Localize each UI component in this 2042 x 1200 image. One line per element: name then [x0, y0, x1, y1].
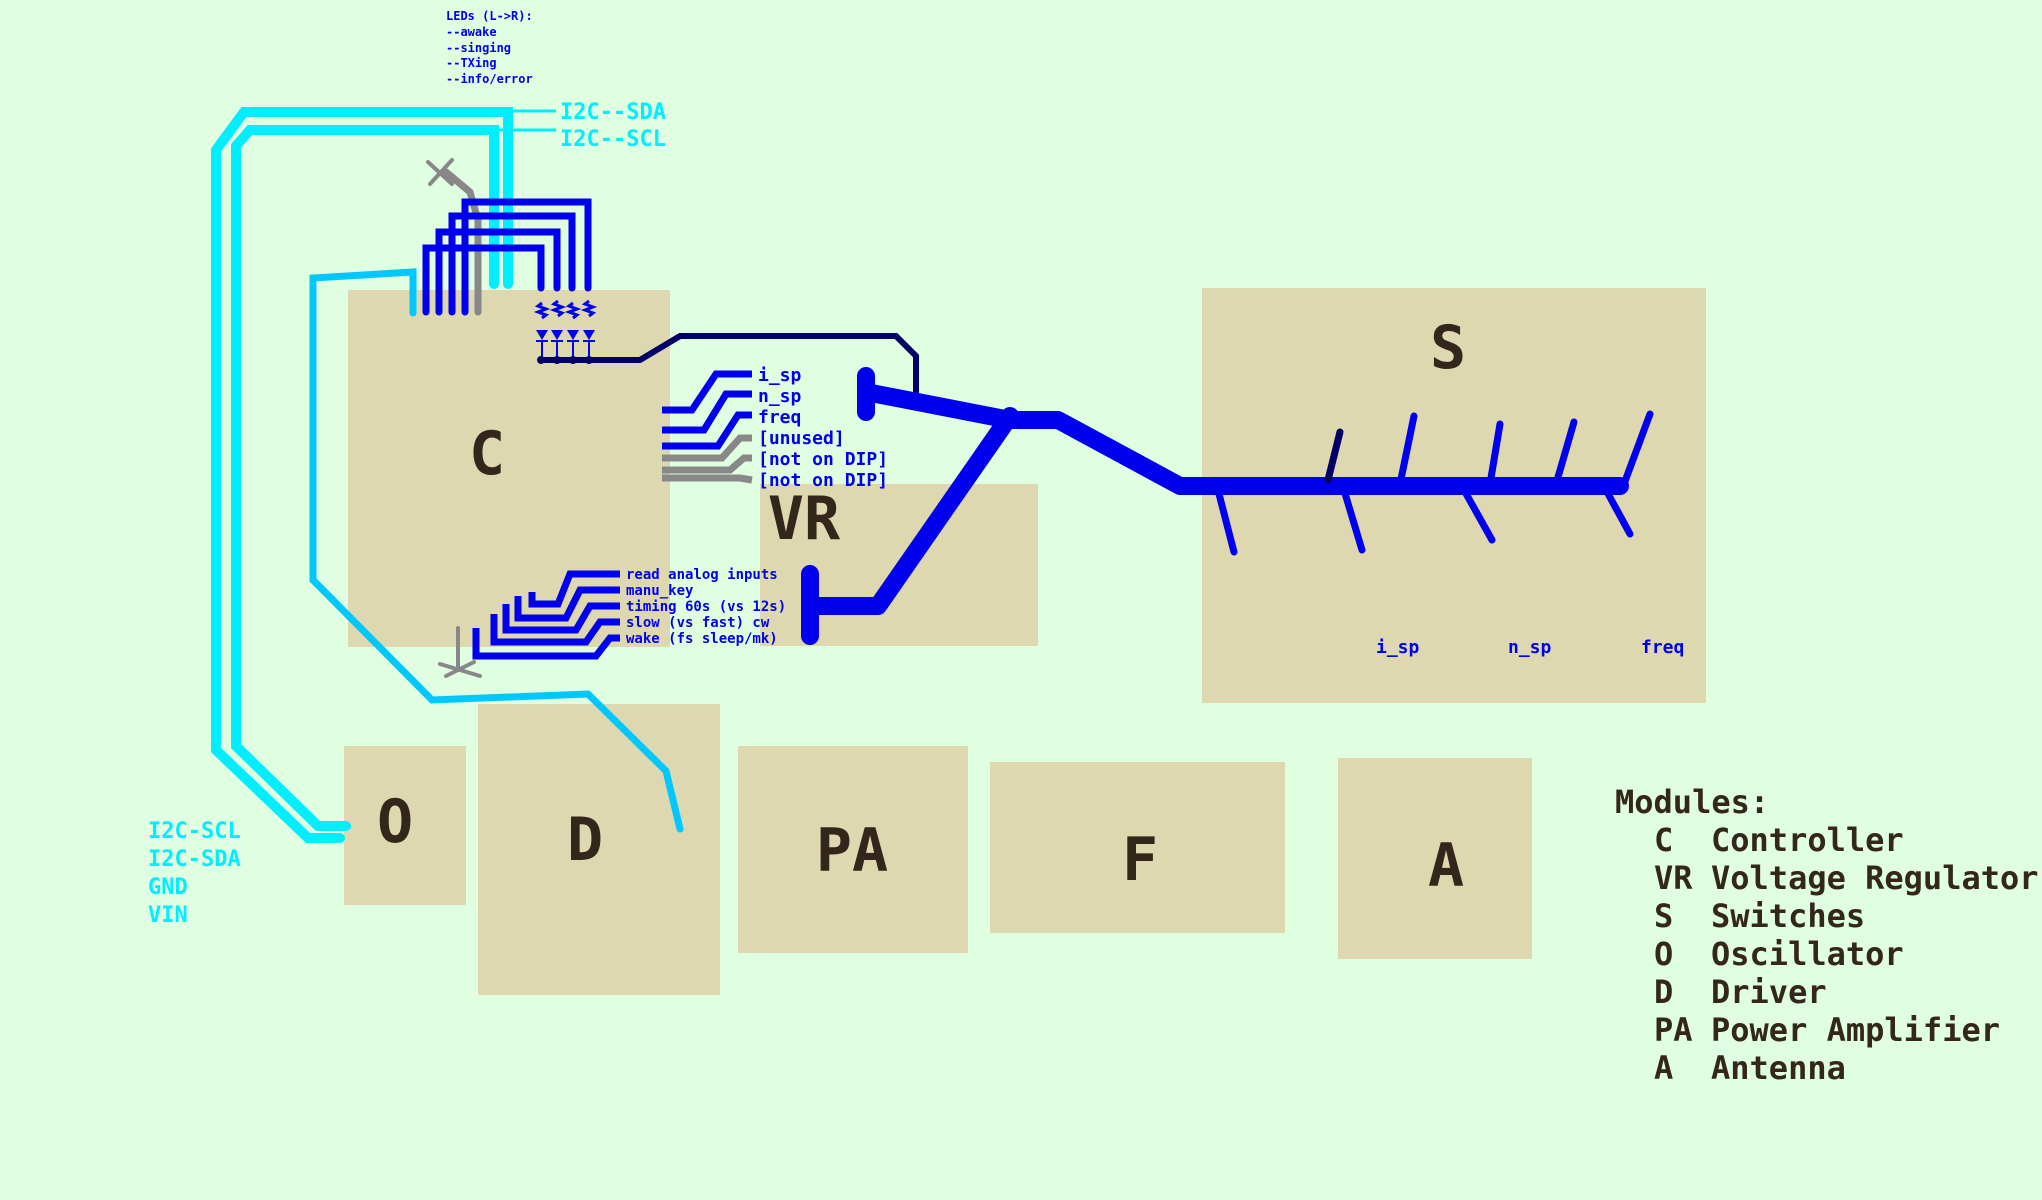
trace-c-to-driver[interactable]: [309, 268, 684, 833]
led-traces: [422, 198, 592, 316]
dip-pin-label: [unused]: [758, 428, 845, 449]
legend-code: S: [1654, 897, 1693, 935]
module-controller[interactable]: [348, 290, 670, 647]
legend-title: Modules:: [1615, 783, 1769, 821]
modules: [344, 288, 1706, 995]
led-note: LEDs (L->R): --awake --singing --TXing -…: [446, 9, 533, 86]
dip-pin-label: i_sp: [758, 365, 802, 386]
switch-label: freq: [1641, 637, 1684, 658]
led-note-line: --awake: [446, 25, 497, 39]
legend-code: O: [1654, 935, 1693, 973]
trace-i2c-scl[interactable]: [231, 125, 499, 831]
input-pin-label: manu_key: [626, 583, 694, 599]
module-label-f: F: [1122, 825, 1158, 895]
legend-code: A: [1654, 1049, 1693, 1087]
module-label-vr: VR: [768, 484, 841, 554]
legend-name: Controller: [1711, 821, 1904, 859]
module-switches[interactable]: [1202, 288, 1706, 703]
module-label-s: S: [1430, 313, 1466, 383]
module-antenna[interactable]: [1338, 758, 1532, 959]
trace-i2c-sda[interactable]: [211, 107, 513, 843]
legend-code: C: [1654, 821, 1693, 859]
modules-legend: Modules: C Controller VR Voltage Regulat…: [1615, 783, 2039, 1087]
legend-name: Voltage Regulator: [1711, 859, 2039, 897]
power-trace[interactable]: [801, 367, 1629, 645]
dip-pin-label: [not on DIP]: [758, 470, 888, 491]
legend-code: D: [1654, 973, 1693, 1011]
dip-pin-label: n_sp: [758, 386, 802, 407]
switch-label: i_sp: [1376, 637, 1420, 658]
resistor-icons: [533, 299, 598, 320]
module-label-c: C: [469, 419, 505, 489]
module-power-amplifier[interactable]: [738, 746, 968, 953]
module-label-pa: PA: [816, 816, 888, 886]
input-pin-label: timing 60s (vs 12s): [626, 599, 786, 615]
ground-x-icon: [438, 626, 482, 678]
module-label-a: A: [1428, 831, 1464, 901]
trace-unused-top: [426, 158, 482, 316]
module-oscillator[interactable]: [344, 746, 466, 905]
ground-trace: [537, 333, 919, 395]
switch-label: n_sp: [1508, 637, 1552, 658]
led-note-line: LEDs (L->R):: [446, 9, 533, 23]
legend-name: Antenna: [1711, 1049, 1846, 1087]
dip-pin-label: freq: [758, 407, 801, 428]
led-indicators: [533, 299, 598, 358]
label-i2c-sda-top: I2C--SDA: [560, 100, 666, 125]
led-note-line: --info/error: [446, 72, 533, 86]
legend-code: VR: [1654, 859, 1693, 897]
led-note-line: --singing: [446, 41, 511, 55]
dip-pin-label: [not on DIP]: [758, 449, 888, 470]
o-pin-label: GND: [148, 875, 188, 900]
dip-pin-traces: [662, 370, 753, 484]
legend-name: Switches: [1711, 897, 1865, 935]
module-filter[interactable]: [990, 762, 1285, 933]
module-driver[interactable]: [478, 704, 720, 995]
module-label-o: O: [377, 787, 413, 857]
o-pin-label: I2C-SDA: [148, 847, 241, 872]
legend-name: Oscillator: [1711, 935, 1904, 973]
label-i2c-scl-top: I2C--SCL: [560, 127, 666, 152]
legend-name: Driver: [1711, 973, 1827, 1011]
o-pin-label: VIN: [148, 903, 188, 928]
module-label-d: D: [567, 805, 603, 875]
legend-code: PA: [1654, 1011, 1693, 1049]
switch-ground-branch: [1324, 428, 1344, 484]
input-pin-label: wake (fs sleep/mk): [626, 631, 778, 647]
i2c-traces: [211, 107, 513, 843]
input-pin-label: read analog inputs: [626, 567, 778, 583]
diode-icons: [536, 330, 595, 358]
oscillator-pin-labels: I2C-SCL I2C-SDA GND VIN: [148, 819, 241, 928]
input-pin-traces: [472, 570, 620, 660]
led-note-line: --TXing: [446, 56, 497, 70]
i2c-leader-lines: [496, 109, 556, 132]
o-pin-label: I2C-SCL: [148, 819, 241, 844]
legend-name: Power Amplifier: [1711, 1011, 2000, 1049]
switch-branches: [1214, 410, 1654, 556]
input-pin-label: slow (vs fast) cw: [626, 615, 770, 631]
